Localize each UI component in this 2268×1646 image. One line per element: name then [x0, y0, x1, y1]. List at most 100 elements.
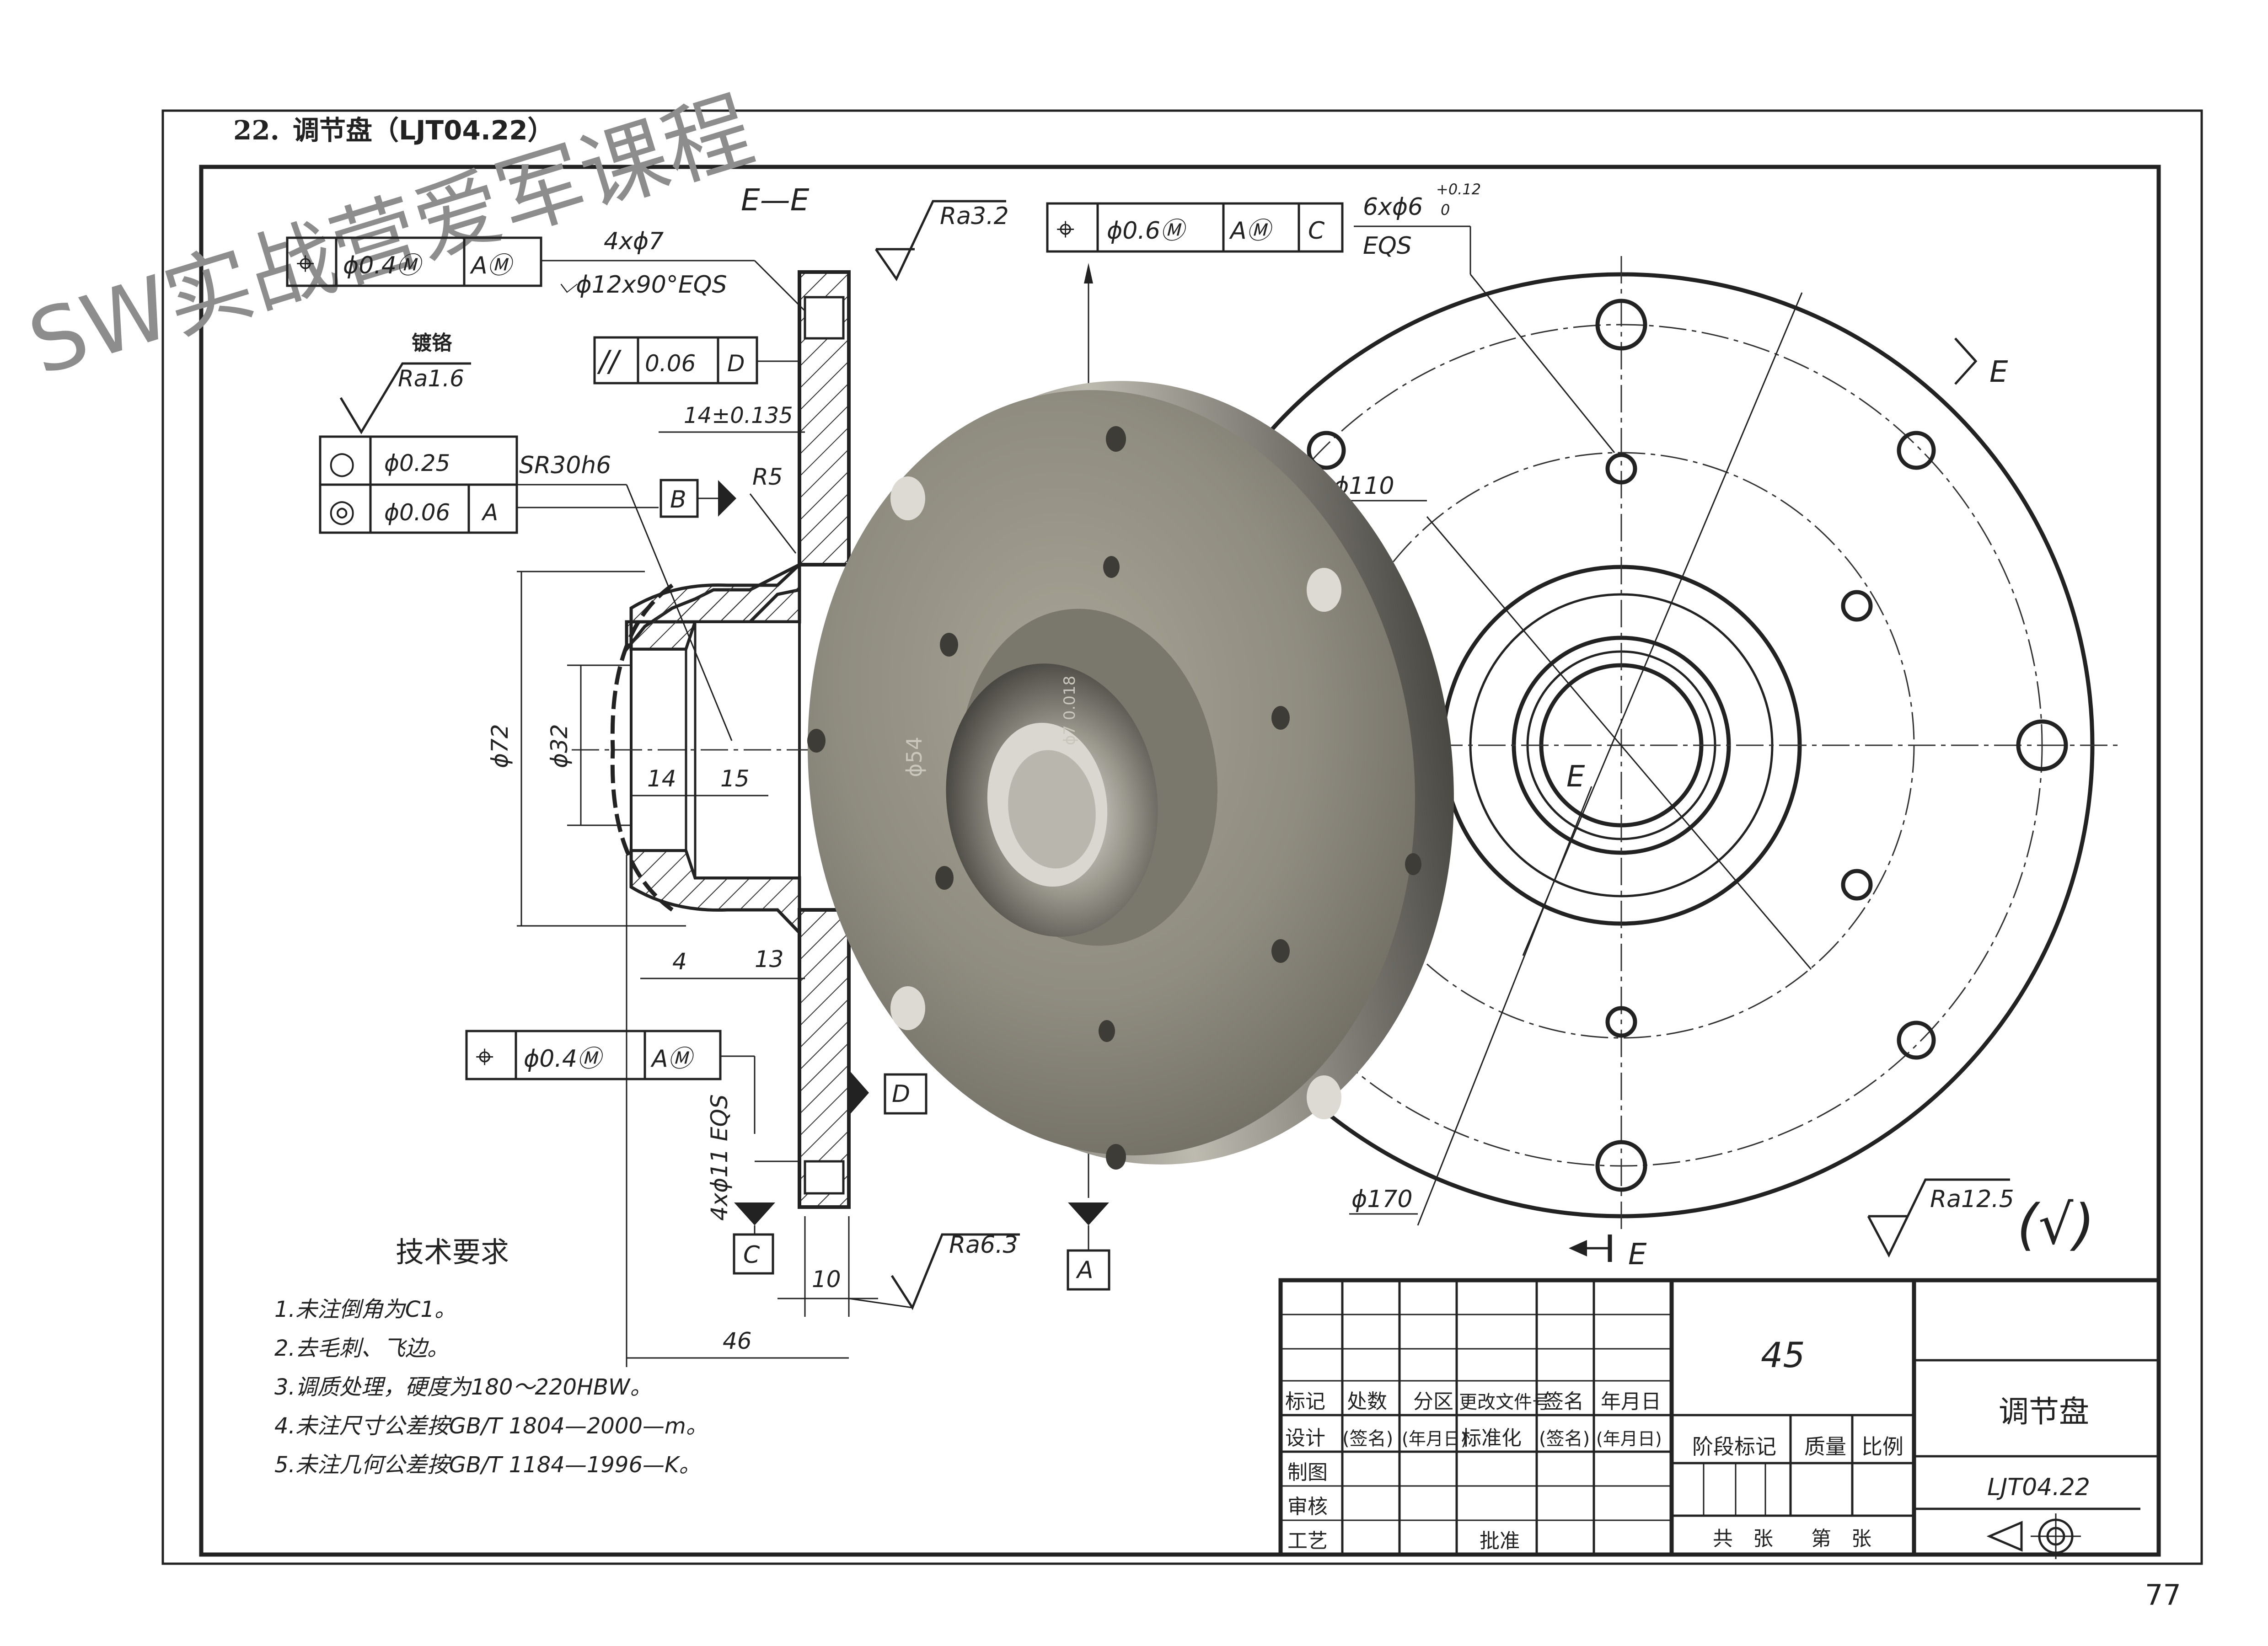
inner-frame: [199, 165, 2161, 1557]
ra-general: Ra12.5: [1930, 1186, 2014, 1213]
tb-approve: 批准: [1480, 1529, 1520, 1553]
tb-standard: 标准化: [1461, 1427, 1522, 1450]
outer-frame: [161, 109, 2203, 1565]
tech-req-2: 2.去毛刺、飞边。: [274, 1336, 449, 1361]
section-mark-top: E: [1989, 355, 2008, 389]
ra-top: Ra3.2: [940, 203, 1009, 230]
fcf-tol: ϕ0.4Ⓜ: [343, 252, 424, 279]
dim-13: 13: [755, 946, 784, 973]
dim-14-tol: 14±0.135: [684, 403, 793, 428]
hole-note-top-cbore: ⌵ϕ12x90°EQS: [558, 271, 727, 299]
tb-draw: 制图: [1287, 1461, 1328, 1484]
dim-4: 4: [672, 948, 687, 975]
tb-process: 工艺: [1287, 1529, 1328, 1553]
page-title-number: 22.: [233, 115, 279, 146]
parallel-datum: D: [727, 350, 745, 377]
tb-stage: 阶段标记: [1692, 1434, 1776, 1459]
datum-d: D: [892, 1080, 910, 1108]
tb-standard-date: (年月日): [1596, 1429, 1662, 1449]
datum-a: A: [1076, 1256, 1094, 1284]
position-icon-bottom: ⌖: [476, 1038, 493, 1075]
concentricity-datum: A: [481, 499, 498, 526]
flange-hole-top: [804, 296, 845, 340]
overlay-dim-d7: ϕ7 0.018: [1061, 676, 1079, 745]
geometric-fcf-left: ○ ϕ0.25 ◎ ϕ0.06 A: [319, 435, 659, 534]
tech-req-5: 5.未注几何公差按GB/T 1184—1996—K。: [274, 1452, 701, 1478]
tech-req-1: 1.未注倒角为C1。: [274, 1297, 456, 1322]
page-number: 77: [2145, 1578, 2181, 1612]
fcf-top-right: ⌖ ϕ0.6Ⓜ AⓂ C: [1046, 202, 1344, 253]
ra-plating: Ra1.6: [398, 365, 464, 392]
tech-req-3: 3.调质处理，硬度为180～220HBW。: [274, 1374, 652, 1400]
concentricity-tol: ϕ0.06: [384, 499, 450, 526]
dim-10: 10: [812, 1266, 841, 1293]
dim-d32: ϕ32: [546, 724, 573, 768]
flange-lower: [798, 908, 851, 1209]
parallel-tol: 0.06: [645, 350, 696, 377]
hole-note-right: 6xϕ6: [1363, 193, 1423, 221]
hub-body-lower: [629, 849, 801, 937]
tb-mark: 标记: [1285, 1390, 1325, 1413]
hole-note-bottom: 4xϕ11 EQS: [706, 1094, 733, 1221]
page-title: 调节盘（LJT04.22）: [293, 115, 554, 146]
fcf-top-left: ⌖ ϕ0.4Ⓜ AⓂ: [286, 236, 542, 287]
tb-check: 审核: [1287, 1495, 1328, 1518]
ra-general-mark: (√): [2017, 1193, 2095, 1257]
tech-req-4: 4.未注尺寸公差按GB/T 1804—2000—m。: [274, 1413, 708, 1439]
tb-signature: 签名: [1544, 1390, 1584, 1413]
dim-46: 46: [723, 1328, 752, 1354]
fcf-right-tol: ϕ0.6Ⓜ: [1107, 217, 1187, 245]
tb-part-name: 调节盘: [1999, 1394, 2089, 1429]
hole-note-right-tol-low: 0: [1441, 201, 1450, 219]
tb-total: 共 张: [1713, 1527, 1773, 1550]
concentricity-icon: ◎: [328, 493, 355, 529]
tb-material: 45: [1761, 1335, 1805, 1375]
fcf-bottom: ⌖ ϕ0.4Ⓜ AⓂ: [465, 1030, 756, 1134]
dim-d170: ϕ170: [1351, 1186, 1413, 1213]
dim-14-inner: 14: [647, 765, 676, 792]
render-3d-model: ϕ54 ϕ7 0.018: [807, 381, 1454, 1170]
dim-d72: ϕ72: [487, 724, 513, 768]
tb-zone: 分区: [1413, 1390, 1453, 1413]
tech-requirements: 技术要求 1.未注倒角为C1。 2.去毛刺、飞边。 3.调质处理，硬度为180～…: [274, 1235, 708, 1478]
section-mark-bottom: E: [1628, 1238, 1647, 1272]
datum-b: B: [670, 486, 686, 513]
tb-drawing-no: LJT04.22: [1987, 1474, 2090, 1501]
ra-bottom: Ra6.3: [949, 1231, 1018, 1259]
tb-mass: 质量: [1804, 1434, 1846, 1459]
projection-symbol-icon: [1986, 1513, 2081, 1559]
hole-note-top-count: 4xϕ7: [604, 228, 664, 255]
flange-hole-bottom: [804, 1160, 845, 1195]
parallel-fcf: // 0.06 D: [593, 336, 799, 385]
fcf-bottom-tol: ϕ0.4Ⓜ: [524, 1045, 604, 1073]
tb-standard-sign: (签名): [1539, 1428, 1590, 1449]
tb-design: 设计: [1285, 1427, 1325, 1450]
tb-design-date: (年月日): [1402, 1429, 1468, 1449]
position-icon-right: ⌖: [1056, 210, 1074, 248]
datum-c-triangle: [734, 1202, 775, 1225]
sr-label: SR30h6: [519, 452, 611, 479]
tb-date: 年月日: [1601, 1390, 1661, 1413]
hole-note-right-eqs: EQS: [1363, 232, 1412, 260]
plating-label: 镀铬: [412, 331, 452, 355]
parallel-icon: //: [597, 345, 622, 379]
fcf-right-datum2: C: [1308, 217, 1325, 245]
overlay-dim-d54: ϕ54: [902, 737, 927, 777]
fcf-bottom-datum: AⓂ: [650, 1045, 695, 1073]
roundness-icon: ○: [328, 445, 355, 481]
r5-label: R5: [752, 464, 783, 490]
roundness-tol: ϕ0.25: [384, 450, 450, 476]
center-label-e: E: [1566, 760, 1585, 794]
tb-change-doc: 更改文件号: [1459, 1392, 1550, 1413]
tb-design-sign: (签名): [1342, 1428, 1393, 1449]
fcf-right-datum: AⓂ: [1229, 217, 1274, 245]
tb-scale: 比例: [1861, 1434, 1903, 1459]
tb-sheet: 第 张: [1811, 1527, 1871, 1550]
section-label: E—E: [741, 182, 810, 218]
tb-count: 处数: [1347, 1390, 1387, 1413]
title-block: 标记 处数 分区 更改文件号 签名 年月日 设计 (签名) (年月日) 标准化 …: [1278, 1278, 2161, 1559]
tech-req-heading: 技术要求: [396, 1235, 509, 1269]
position-icon: ⌖: [296, 245, 314, 282]
datum-c: C: [743, 1241, 760, 1269]
